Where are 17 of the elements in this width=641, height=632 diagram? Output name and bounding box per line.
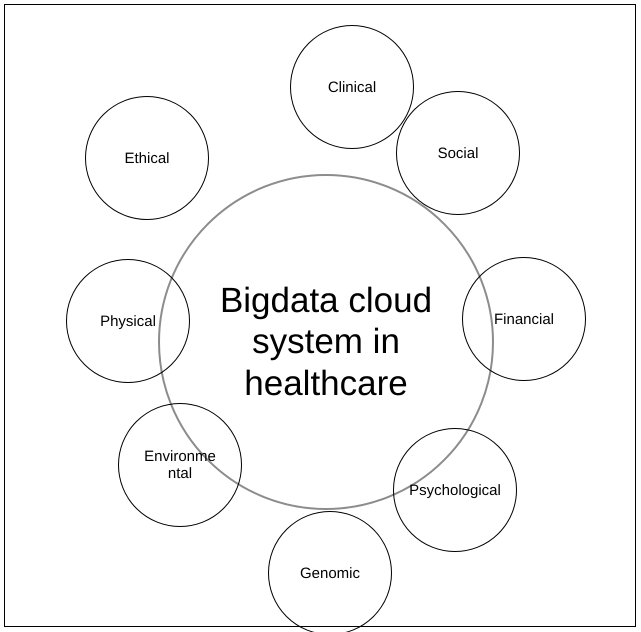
central-label: Bigdata cloud system in healthcare <box>218 280 434 404</box>
category-circle <box>268 511 392 632</box>
category-circle <box>396 91 520 215</box>
category-label: Ethical <box>124 150 170 166</box>
category-label: Clinical <box>328 78 376 96</box>
category-circle <box>66 259 190 383</box>
category-label: Environmental <box>143 448 217 482</box>
category-label: Social <box>438 144 478 162</box>
category-label: Psychological <box>409 482 501 498</box>
category-circle <box>393 428 517 552</box>
category-label: Genomic <box>300 564 360 582</box>
category-circle <box>462 257 586 381</box>
category-circle <box>290 25 414 149</box>
category-circle <box>118 403 242 527</box>
category-label: Financial <box>494 310 554 328</box>
category-label: Physical <box>100 312 156 330</box>
category-circle <box>85 96 209 220</box>
